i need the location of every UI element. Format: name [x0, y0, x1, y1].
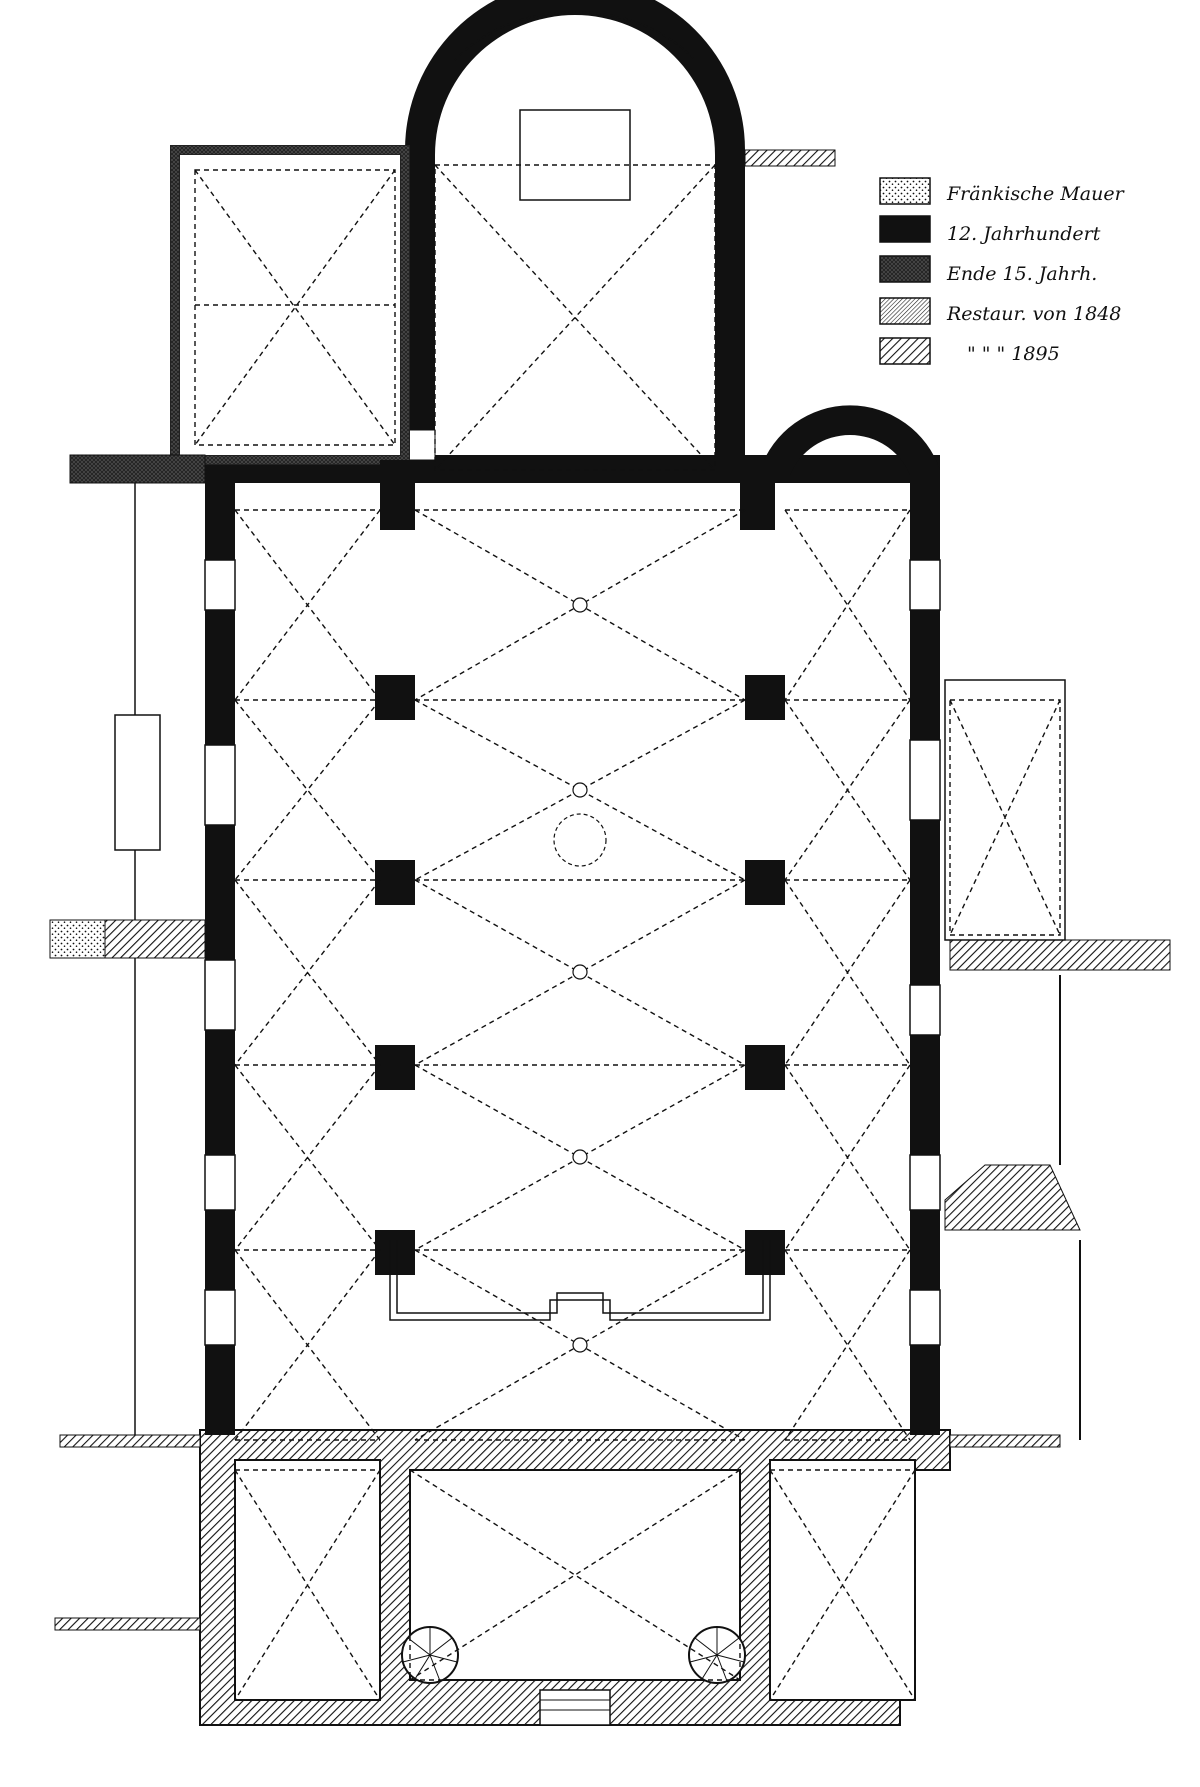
west-front-1895: [54, 1429, 1061, 1726]
south-extension: [944, 679, 1171, 1440]
legend-item-12-jahrhundert: 12. Jahrhundert: [879, 215, 1101, 245]
side-apse: [760, 405, 940, 480]
legend: Fränkische Mauer 12. Jahrhundert Ende 15…: [879, 177, 1126, 365]
west-annex: [49, 483, 206, 1435]
legend-item-1895: " " " 1895: [879, 337, 1060, 365]
legend-label: 12. Jahrhundert: [947, 223, 1101, 245]
nave-walls: [204, 455, 941, 1435]
legend-item-fraenkische-mauer: Fränkische Mauer: [879, 177, 1126, 205]
nave-piers: [375, 460, 785, 1275]
legend-label: Ende 15. Jahrh.: [946, 263, 1097, 285]
legend-item-restaur-1848: Restaur. von 1848: [879, 297, 1121, 325]
legend-label: " " " 1895: [967, 343, 1060, 365]
legend-swatch-crosshatch: [879, 255, 931, 283]
vault-bosses: [553, 597, 607, 1353]
legend-label: Restaur. von 1848: [946, 303, 1121, 325]
legend-swatch-dotted: [879, 177, 931, 205]
legend-label: Fränkische Mauer: [946, 183, 1126, 205]
legend-swatch-diagonal-hatch: [879, 337, 931, 365]
legend-item-ende-15-jahrh: Ende 15. Jahrh.: [879, 255, 1097, 285]
legend-swatch-solid: [879, 215, 931, 243]
gallery: [389, 1240, 771, 1321]
north-chapel: [69, 145, 836, 484]
choir-apse: [404, 0, 745, 470]
legend-swatch-fine-hatch: [879, 297, 931, 325]
